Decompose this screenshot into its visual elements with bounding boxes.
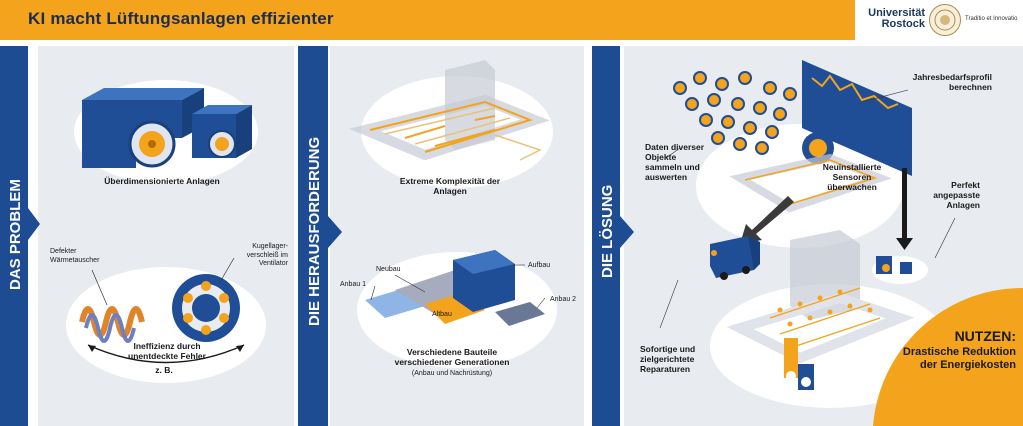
label-bearing-wear: Kugellager-verschleiß im Ventilator bbox=[246, 243, 288, 267]
header-bar bbox=[0, 0, 1023, 40]
label-anbau2: Anbau 2 bbox=[550, 296, 577, 303]
challenge-illustration bbox=[349, 60, 557, 368]
label-perfect-systems: Perfekt angepasste Anlagen bbox=[933, 180, 980, 210]
section-label-challenge: DIE HERAUSFORDERUNG bbox=[306, 136, 323, 326]
nutzen-badge bbox=[873, 288, 1023, 426]
label-defective-exchanger: Defekter Wärmetauscher bbox=[50, 248, 100, 264]
label-sensors: Neuinstallierte Sensoren überwachen bbox=[822, 162, 882, 192]
label-collect-data: Daten diverser Objekte sammeln und auswe… bbox=[645, 142, 705, 182]
label-repairs: Sofortige und zielgerichtete Reparaturen bbox=[640, 344, 696, 374]
label-aufbau: Aufbau bbox=[528, 262, 551, 269]
section-label-solution: DIE LÖSUNG bbox=[599, 184, 616, 278]
label-oversized: Überdimensionierte Anlagen bbox=[104, 176, 220, 186]
problem-illustration bbox=[66, 80, 266, 383]
university-seal-icon bbox=[929, 4, 961, 36]
label-nutzen-title: NUTZEN: bbox=[954, 328, 1016, 344]
page-title: KI macht Lüftungsanlagen effizienter bbox=[28, 9, 334, 28]
university-logo: Universität Rostock Traditio et Innovati… bbox=[855, 0, 1023, 40]
label-inefficiency: Ineffizienz durch unentdeckte Fehler bbox=[128, 341, 206, 361]
challenge-band bbox=[298, 46, 342, 426]
problem-band bbox=[0, 46, 40, 426]
solution-band bbox=[592, 46, 634, 426]
solution-illustration bbox=[659, 60, 956, 408]
section-label-problem: DAS PROBLEM bbox=[7, 179, 24, 290]
label-generations: Verschiedene Bauteile verschiedener Gene… bbox=[394, 347, 510, 367]
label-anbau1: Anbau 1 bbox=[340, 281, 367, 288]
label-nutzen-text: Drastische Reduktion der Energiekosten bbox=[902, 346, 1016, 371]
label-zb: z. B. bbox=[155, 365, 173, 375]
label-neubau: Neubau bbox=[376, 266, 401, 273]
university-name: Universität Rostock bbox=[868, 7, 925, 30]
label-altbau: Altbau bbox=[432, 311, 452, 318]
label-annual-profile: Jahresbedarfsprofil berechnen bbox=[912, 72, 992, 92]
label-generations-sub: (Anbau und Nachrüstung) bbox=[411, 370, 493, 377]
university-motto: Traditio et Innovatio bbox=[965, 16, 1018, 22]
label-complexity: Extreme Komplexität der Anlagen bbox=[399, 176, 501, 196]
